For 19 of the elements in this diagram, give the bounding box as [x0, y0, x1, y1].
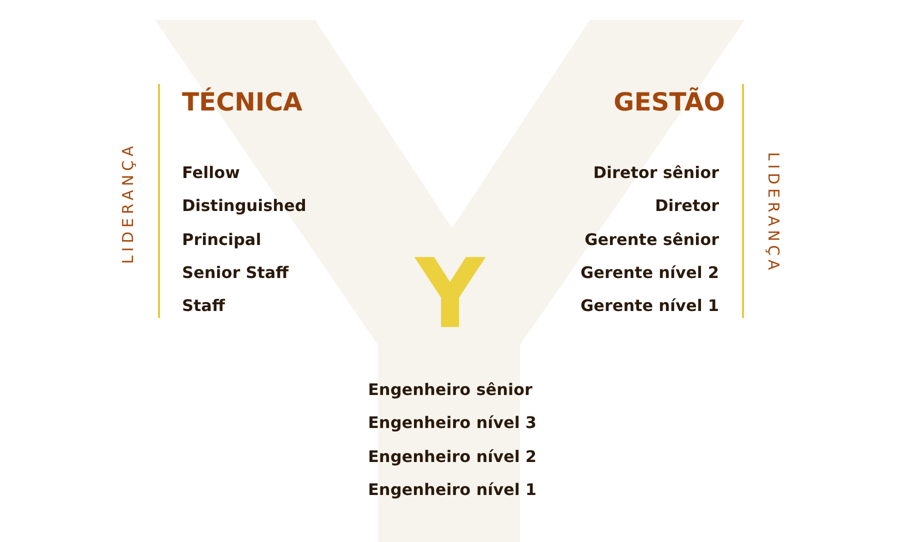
side-label: LIDERANÇA — [120, 142, 136, 264]
level-label: Engenheiro sênior — [368, 381, 532, 399]
column-heading: GESTÃO — [614, 88, 725, 116]
level-label: Diretor — [654, 197, 719, 215]
column-heading: TÉCNICA — [182, 88, 302, 116]
y-letter: Y — [415, 242, 485, 348]
level-label: Gerente nível 1 — [580, 297, 719, 315]
level-label: Gerente nível 2 — [580, 264, 719, 282]
level-label: Staff — [182, 297, 225, 315]
level-label: Principal — [182, 231, 262, 249]
level-label: Senior Staff — [182, 264, 289, 282]
level-label: Engenheiro nível 3 — [368, 414, 537, 432]
level-label: Fellow — [182, 164, 240, 182]
side-label: LIDERANÇA — [764, 152, 782, 274]
level-label: Engenheiro nível 1 — [368, 481, 537, 499]
level-label: Gerente sênior — [584, 231, 719, 249]
level-label: Engenheiro nível 2 — [368, 448, 537, 466]
level-label: Distinguished — [182, 197, 306, 215]
level-label: Diretor sênior — [593, 164, 719, 182]
